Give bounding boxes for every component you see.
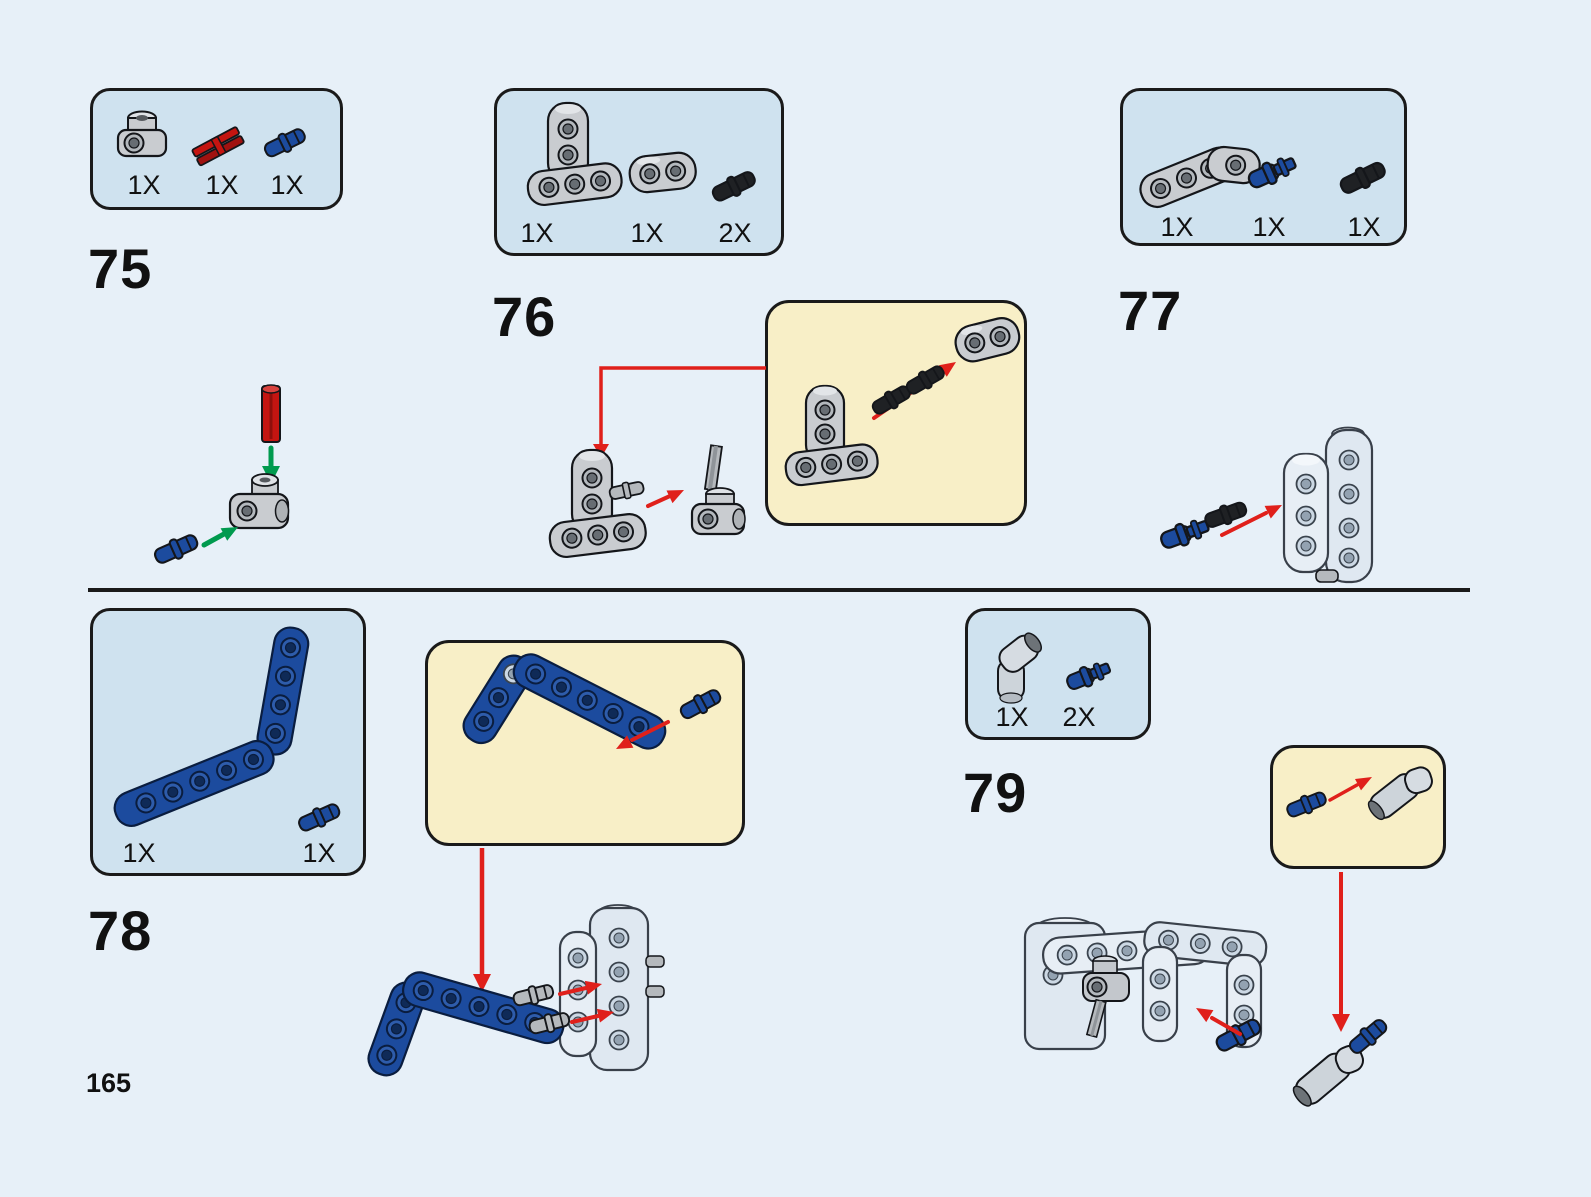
target-structure	[1282, 426, 1374, 584]
step-78-count-1: 1X	[302, 838, 336, 868]
red-arrow-vertical-head	[473, 974, 491, 992]
step-77-count-0: 1X	[1160, 212, 1194, 242]
step-78-count-0: 1X	[122, 838, 156, 868]
step-76-count-2: 2X	[718, 218, 752, 248]
step-79-number: 79	[963, 761, 1028, 824]
angle-connector-part	[1292, 1044, 1364, 1107]
step-76-count-0: 1X	[520, 218, 554, 248]
green-arrow-down-head	[262, 466, 280, 484]
step-79-callout-box	[1270, 745, 1446, 869]
gray-pin-part	[510, 980, 556, 1010]
target-panel	[558, 904, 665, 1072]
gray-pin-part	[526, 1008, 572, 1038]
step-75-count-1: 1X	[205, 170, 239, 200]
red-connector-line	[599, 366, 766, 446]
blue-pin-part	[1211, 1013, 1265, 1057]
blue-bent-beam-part	[367, 971, 565, 1077]
red-arrow	[1220, 511, 1268, 537]
gray-connector-part	[228, 473, 290, 530]
page-number: 165	[86, 1068, 132, 1098]
red-arrow-head	[1196, 1008, 1214, 1023]
step-77-count-2: 1X	[1347, 212, 1381, 242]
blue-pin-part	[150, 529, 202, 569]
blue-axle-pin-part	[1157, 514, 1213, 554]
step-79-count-0: 1X	[995, 702, 1029, 732]
step-76-callout-box	[765, 300, 1027, 526]
red-arrow-head	[1264, 505, 1282, 519]
step-78-parts-box	[90, 608, 366, 876]
step-76-number: 76	[492, 285, 557, 348]
step-79-parts-box	[965, 608, 1151, 740]
red-arrow	[558, 986, 588, 996]
step-76-count-1: 1X	[630, 218, 664, 248]
red-arrow	[570, 1014, 600, 1024]
t-beam-part	[548, 448, 647, 559]
green-arrow-pin	[201, 531, 227, 548]
red-arrow	[646, 494, 672, 508]
green-arrow-pin-head	[220, 527, 238, 541]
step-78-callout-box	[425, 640, 745, 846]
section-divider	[88, 588, 1470, 592]
blue-pin-part	[1344, 1014, 1392, 1059]
step-77-number: 77	[1118, 279, 1183, 342]
target-structure	[1023, 917, 1268, 1051]
step-79-count-1: 2X	[1062, 702, 1096, 732]
red-arrow-vertical-head	[1332, 1014, 1350, 1032]
red-connector-line-head	[593, 444, 609, 458]
step-75-count-0: 1X	[127, 170, 161, 200]
red-arrow-head	[596, 1008, 614, 1023]
red-axle-part	[261, 384, 281, 443]
black-pin-part	[1201, 497, 1250, 532]
step-78-number: 78	[88, 899, 153, 962]
red-arrow-head	[666, 490, 684, 504]
red-arrow	[1210, 1016, 1242, 1036]
red-arrow-head	[584, 980, 602, 995]
step-77-count-1: 1X	[1252, 212, 1286, 242]
step-75-count-2: 1X	[270, 170, 304, 200]
step-75-number: 75	[88, 237, 153, 300]
connector-axle-part	[690, 444, 746, 536]
